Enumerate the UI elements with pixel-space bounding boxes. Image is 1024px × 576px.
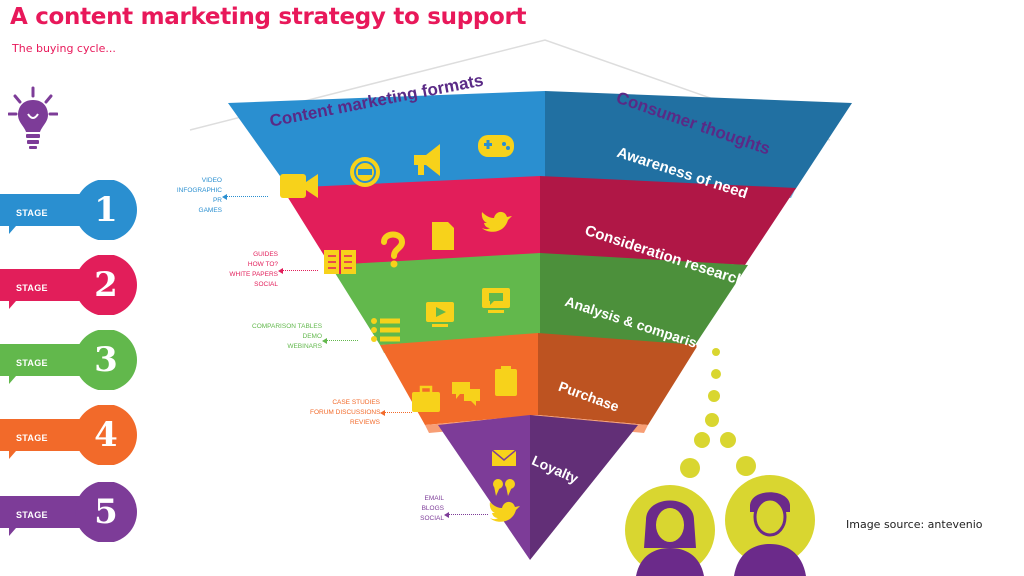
stage-tab-shape — [0, 255, 137, 315]
arrow-head-icon — [444, 511, 449, 518]
stage-number: 1 — [94, 190, 118, 230]
arrow-head-icon — [222, 193, 227, 200]
arrow-head-icon — [322, 337, 327, 344]
stage-number: 3 — [94, 340, 118, 380]
thought-dot — [694, 432, 710, 448]
format-arrow — [448, 514, 488, 515]
format-item: Guides — [253, 251, 278, 258]
format-item: White papers — [229, 271, 278, 278]
stage-tab-4: STAGE 4 — [0, 405, 172, 465]
format-list-3: Comparison tablesDemoWebinars — [252, 322, 322, 352]
stage-tab-shape — [0, 330, 137, 390]
stage-tab-2: STAGE 2 — [0, 255, 172, 315]
format-arrow — [384, 412, 412, 413]
format-item: Email — [424, 495, 444, 502]
format-item: Games — [198, 207, 222, 214]
format-item: Blogs — [421, 505, 444, 512]
thought-dot — [736, 456, 756, 476]
woman-avatar-icon — [625, 485, 715, 576]
thought-dot — [712, 348, 720, 356]
twitter-bird-icon — [489, 501, 520, 522]
format-list-2: GuidesHow to? White papersSocial — [208, 250, 278, 290]
list-icon — [371, 318, 400, 342]
twitter-bird-icon — [481, 211, 512, 232]
stage-tab-shape — [0, 405, 137, 465]
thought-dot — [705, 413, 719, 427]
gamepad-icon — [478, 135, 514, 157]
stage-word: STAGE — [16, 510, 48, 520]
format-arrow — [326, 340, 358, 341]
thought-dot — [708, 390, 720, 402]
format-arrow — [226, 196, 268, 197]
image-source-credit: Image source: antevenio — [846, 518, 983, 531]
thought-dot — [720, 432, 736, 448]
funnel-layer-1 — [228, 91, 852, 198]
stage-word: STAGE — [16, 358, 48, 368]
man-avatar-icon — [725, 475, 815, 576]
thought-dot — [680, 458, 700, 478]
format-list-4: Case studiesForum discussionsReviews — [310, 398, 380, 428]
question-icon — [381, 231, 406, 268]
video-camera-icon — [280, 174, 318, 198]
chat-screen-icon — [482, 288, 510, 313]
megaphone-icon — [414, 144, 440, 176]
stage-number: 5 — [94, 492, 118, 532]
format-item: Demo — [302, 333, 323, 340]
stage-tab-1: STAGE 1 — [0, 180, 172, 240]
stage-number: 4 — [94, 415, 118, 455]
format-list-5: EmailBlogsSocial — [374, 494, 444, 524]
thought-dot — [711, 369, 721, 379]
format-item: Forum discussions — [310, 409, 381, 416]
format-item: Infographic — [176, 187, 222, 194]
rss-icon — [350, 157, 380, 187]
format-item: Reviews — [350, 419, 380, 426]
stage-tab-shape — [0, 180, 137, 240]
stage-word: STAGE — [16, 283, 48, 293]
format-item: PR — [212, 197, 222, 204]
page-subtitle: The buying cycle... — [12, 42, 116, 55]
format-arrow — [282, 270, 318, 271]
stage-word: STAGE — [16, 208, 48, 218]
stage-tab-shape — [0, 482, 137, 542]
format-item: Social — [254, 281, 278, 288]
book-icon — [324, 250, 356, 274]
stage-tab-3: STAGE 3 — [0, 330, 172, 390]
envelope-icon — [491, 449, 517, 466]
stage-number: 2 — [94, 265, 118, 305]
thought-dots — [680, 348, 756, 478]
stage-word: STAGE — [16, 433, 48, 443]
page-title: A content marketing strategy to support — [10, 4, 527, 30]
arrow-head-icon — [278, 267, 283, 274]
play-screen-icon — [426, 302, 454, 327]
speech-bubbles-icon — [452, 382, 480, 406]
quote-icon — [493, 479, 515, 496]
format-item: Comparison tables — [252, 323, 323, 330]
lightbulb-icon — [8, 86, 58, 149]
format-item: How to? — [247, 261, 278, 268]
format-item: Webinars — [287, 343, 322, 350]
format-item: Social — [420, 515, 444, 522]
briefcase-icon — [412, 385, 440, 412]
document-icon — [432, 222, 454, 250]
format-list-1: VideoInfographicPR Games — [152, 176, 222, 216]
arrow-head-icon — [380, 409, 385, 416]
stage-tab-5: STAGE 5 — [0, 482, 172, 542]
funnel-layer-2 — [282, 176, 796, 273]
clipboard-icon — [495, 366, 517, 396]
format-item: Case studies — [332, 399, 380, 406]
format-item: Video — [201, 177, 222, 184]
